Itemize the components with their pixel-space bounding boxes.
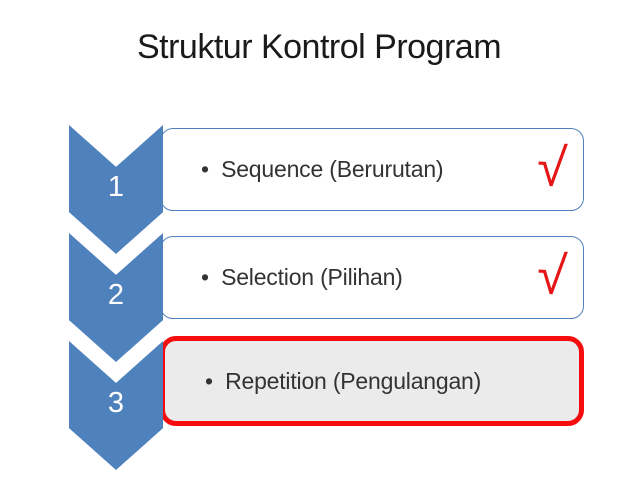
checkmark-icon: √ bbox=[535, 136, 569, 199]
page-title: Struktur Kontrol Program bbox=[136, 28, 502, 66]
step-box-sequence: • Sequence (Berurutan) √ bbox=[160, 128, 584, 211]
bullet-icon: • bbox=[201, 156, 210, 182]
checkmark-icon: √ bbox=[535, 244, 569, 307]
bullet-icon: • bbox=[201, 264, 210, 290]
bullet-icon: • bbox=[205, 367, 214, 394]
chevron-step-1: 1 bbox=[69, 125, 163, 254]
step-label: Sequence (Berurutan) bbox=[221, 156, 444, 182]
step-box-repetition-highlighted: • Repetition (Pengulangan) bbox=[160, 336, 584, 426]
step-label: Selection (Pilihan) bbox=[221, 264, 403, 290]
step-box-selection: • Selection (Pilihan) √ bbox=[160, 236, 584, 319]
step-label: Repetition (Pengulangan) bbox=[225, 367, 482, 394]
step-number: 1 bbox=[107, 171, 125, 203]
step-number: 3 bbox=[107, 387, 125, 419]
step-number: 2 bbox=[107, 279, 125, 311]
